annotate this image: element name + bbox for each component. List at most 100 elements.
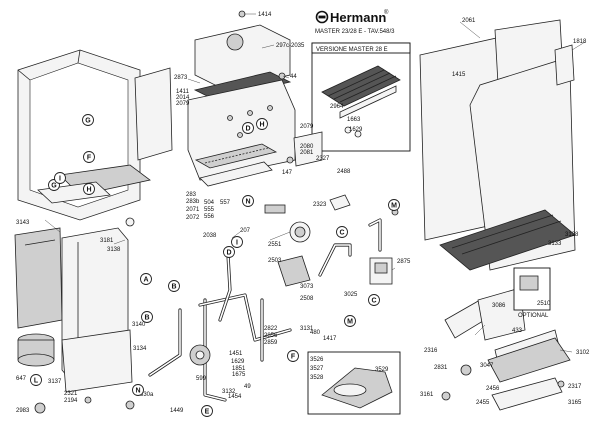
part-number-label: 2510 [537, 301, 551, 307]
svg-text:G: G [85, 118, 91, 125]
leader-lines [44, 13, 586, 353]
hydraulic-components [189, 194, 393, 366]
part-number-label: 1851 [232, 366, 246, 372]
circle-callout-m: M [388, 199, 400, 211]
part-number-label: 2038 [203, 233, 217, 239]
part-number-label: 599 [196, 376, 207, 382]
control-panel [444, 287, 571, 411]
expansion-vessel [14, 227, 133, 393]
fittings [34, 10, 565, 414]
part-number-label: 1417 [323, 336, 337, 342]
part-number-label: 330a [140, 392, 154, 398]
part-number-label: 2822 [264, 326, 278, 332]
part-number-label: 3181 [100, 238, 114, 244]
part-number-label: 3165 [568, 400, 582, 406]
part-number-label: 2071 [186, 207, 200, 213]
part-number-label: 1451 [229, 351, 243, 357]
part-number-label: 555 [204, 207, 215, 213]
svg-text:N: N [135, 388, 140, 395]
svg-text:G: G [51, 183, 57, 190]
svg-text:E: E [205, 409, 210, 416]
part-number-label: 3086 [492, 303, 506, 309]
part-number-label: 480 [310, 330, 321, 336]
part-number-label: 2831 [434, 365, 448, 371]
part-number-label: 3526 [310, 357, 324, 363]
part-number-label: 2873 [174, 75, 188, 81]
part-number-label: 147 [282, 170, 293, 176]
outer-casing [419, 19, 576, 271]
svg-text:B: B [171, 284, 176, 291]
svg-text:F: F [87, 155, 92, 162]
circle-callout-n: N [242, 195, 254, 207]
svg-text:I: I [59, 176, 61, 183]
part-number-label: 3137 [48, 379, 62, 385]
circle-callout-d: D [223, 246, 235, 258]
brand-logo: Hermann ® MASTER 23/28 E - TAV.548/3 [315, 9, 395, 35]
svg-text:A: A [143, 277, 148, 284]
part-number-label: 3073 [300, 284, 314, 290]
circle-callout-i: I [231, 236, 243, 248]
registered-mark: ® [384, 9, 389, 16]
circle-callout-b: B [141, 311, 153, 323]
circle-callout-f: F [83, 151, 95, 163]
part-number-label: 207 [240, 228, 251, 234]
part-number-label: 557 [220, 200, 231, 206]
svg-text:D: D [226, 250, 231, 257]
circle-callout-g: G [82, 114, 94, 126]
circle-callout-l: L [30, 374, 42, 386]
part-number-label: 2079 [176, 101, 190, 107]
part-number-label: 1675 [232, 372, 246, 378]
part-number-label: 49 [244, 384, 251, 390]
circle-callout-d: D [242, 122, 254, 134]
part-number-label: 556 [204, 214, 215, 220]
part-number-label: 2508 [300, 296, 314, 302]
part-number-label: 433 [512, 328, 523, 334]
part-number-label: 3143 [16, 220, 30, 226]
circle-callout-c: C [368, 294, 380, 306]
svg-text:I: I [236, 240, 238, 247]
svg-text:D: D [245, 126, 250, 133]
part-number-label: 283b [186, 199, 200, 205]
part-number-label: 1818 [573, 39, 587, 45]
part-number-label: 2859 [264, 340, 278, 346]
part-number-label: 297c-2035 [276, 43, 305, 49]
optional-box: OPTIONAL [513, 267, 551, 319]
part-number-label: 1629 [231, 359, 245, 365]
brand-name: Hermann [330, 10, 386, 25]
svg-text:C: C [371, 298, 376, 305]
part-number-label: 2856 [264, 333, 278, 339]
part-number-label: 2061 [462, 18, 476, 24]
pipework [148, 218, 382, 402]
circle-callout-c: C [336, 226, 348, 238]
part-number-label: 283 [186, 192, 197, 198]
inset-title: VERSIONE MASTER 28 E [316, 47, 388, 53]
part-number-label: 2983 [16, 408, 30, 414]
part-number-label: 3527 [310, 366, 324, 372]
part-number-label: 1454 [228, 394, 242, 400]
part-number-label: 2551 [268, 242, 282, 248]
part-number-label: 2317 [568, 384, 582, 390]
side-panel [134, 67, 173, 161]
part-number-label: 2456 [486, 386, 500, 392]
part-number-label: 1449 [170, 408, 184, 414]
part-number-label: 2327 [316, 156, 330, 162]
circle-callout-f: F [287, 350, 299, 362]
part-number-label: 2081 [300, 150, 314, 156]
part-number-label: 3132 [222, 389, 236, 395]
part-number-label: 2080 [300, 144, 314, 150]
svg-text:L: L [34, 378, 39, 385]
part-number-label: 1414 [258, 12, 272, 18]
part-number-label: 2964 [330, 104, 344, 110]
part-number-label: 3138 [107, 247, 121, 253]
part-number-label: 3102 [576, 350, 590, 356]
circle-callout-n: N [132, 384, 144, 396]
svg-text:C: C [339, 230, 344, 237]
detail-box [307, 351, 401, 415]
inset-heat-exchanger [321, 65, 401, 138]
part-number-label: 3025 [344, 292, 358, 298]
svg-text:B: B [144, 315, 149, 322]
circle-callout-a: A [140, 273, 152, 285]
part-number-label: 1411 [176, 89, 190, 95]
